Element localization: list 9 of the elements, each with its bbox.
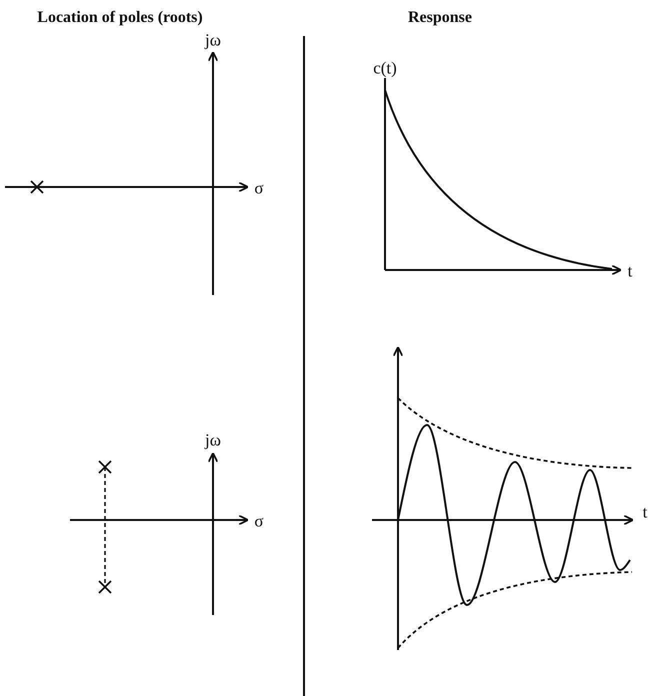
column-heading: Response — [408, 10, 472, 26]
axis-label: σ — [254, 512, 264, 530]
axis-label: σ — [254, 180, 264, 196]
column-heading: Location of poles (roots) — [37, 10, 203, 26]
axis-label: jω — [205, 32, 221, 48]
axis-label: c(t) — [373, 60, 397, 76]
axis-label: t — [628, 262, 632, 280]
axis-label: jω — [205, 432, 221, 448]
axis-label: t — [642, 504, 648, 520]
